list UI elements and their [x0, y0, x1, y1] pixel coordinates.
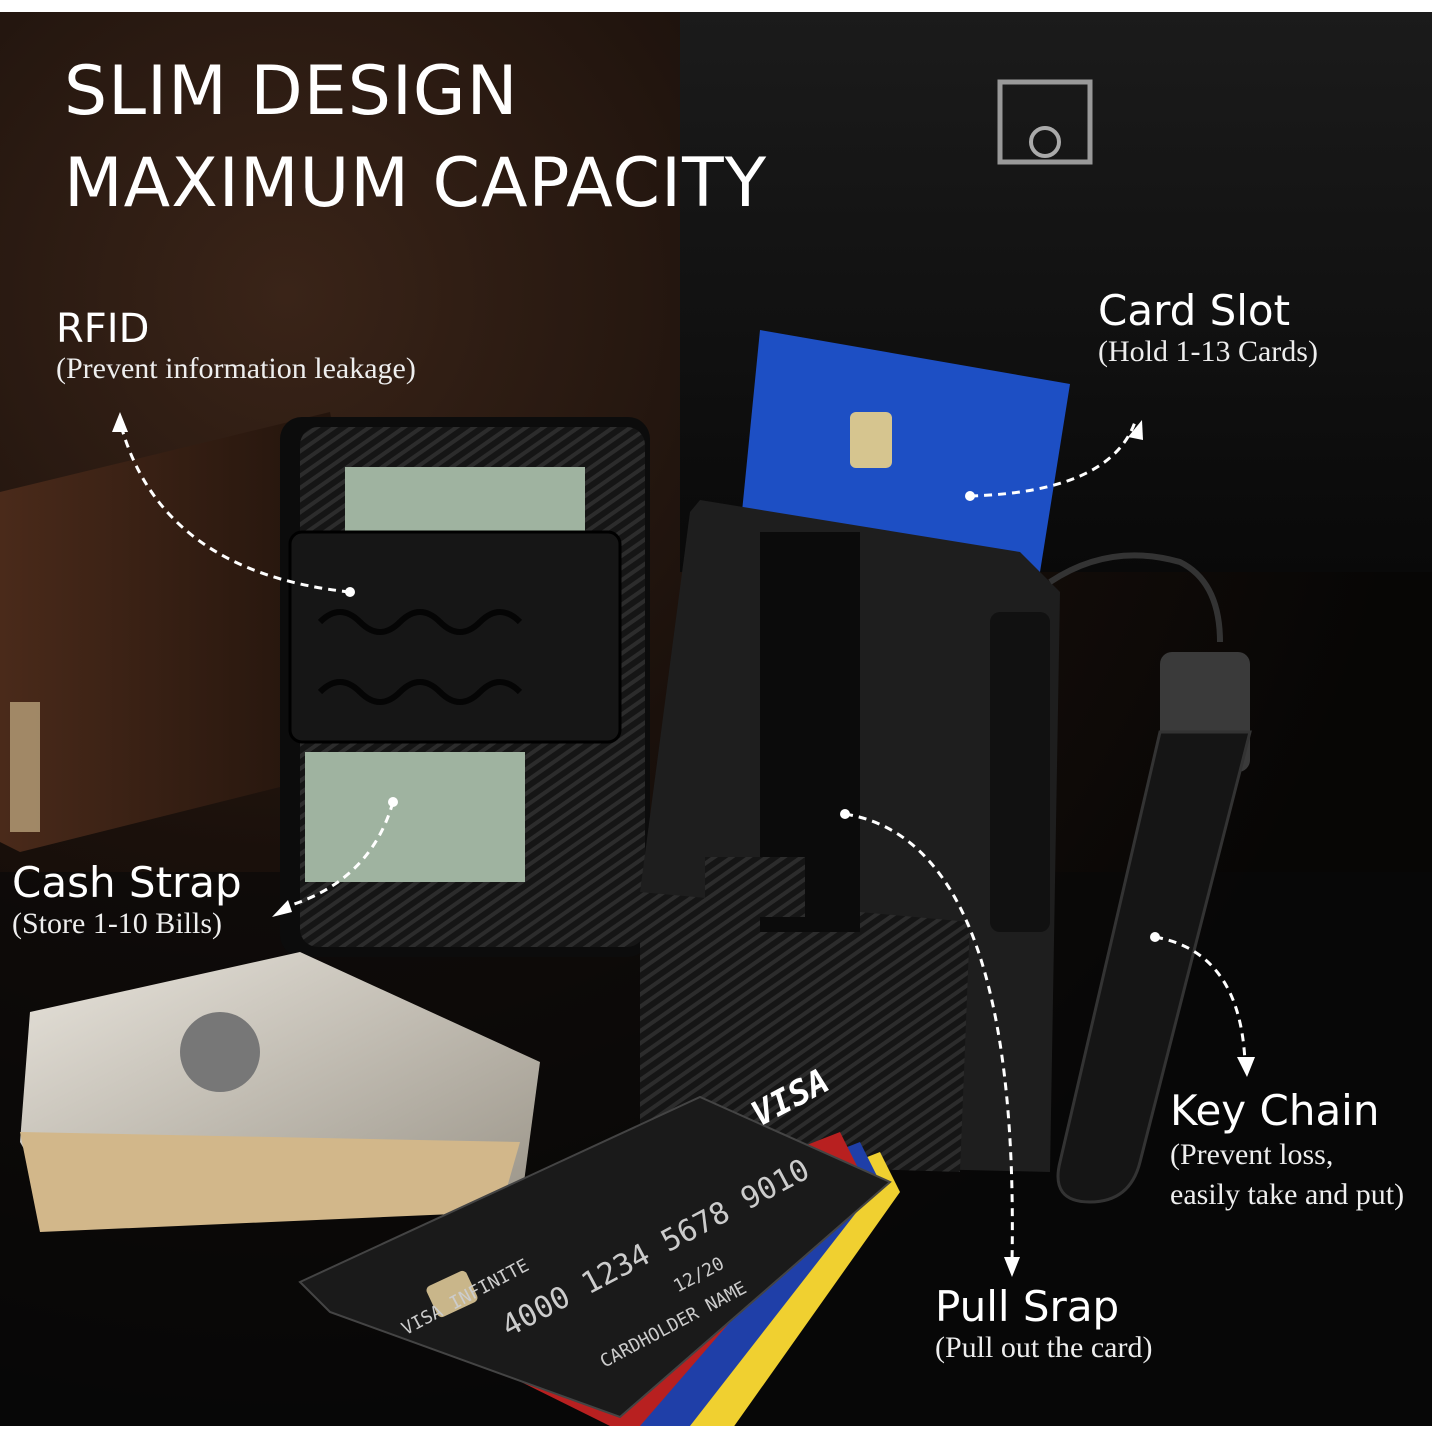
- cash-strap: [288, 530, 622, 744]
- cash-stack: [20, 952, 540, 1232]
- credit-cards: VISA INFINITE 4000 1234 5678 9010 12/20 …: [298, 1061, 900, 1426]
- book: [0, 412, 360, 852]
- callout-subtitle: (Prevent information leakage): [56, 352, 416, 385]
- arrow-card-slot: [969, 421, 1137, 498]
- callout-title: RFID: [56, 306, 150, 352]
- arrow-rfid: [118, 421, 351, 594]
- wallet-scene: VISA INFINITE 4000 1234 5678 9010 12/20 …: [0, 12, 1432, 1426]
- headline-line-2: MAXIMUM CAPACITY: [64, 144, 768, 223]
- callout-pull-strap: Pull Srap (Pull out the card): [935, 1282, 1152, 1365]
- box-latch-icon: [997, 79, 1093, 165]
- product-photo: VISA INFINITE 4000 1234 5678 9010 12/20 …: [0, 12, 1432, 1426]
- callout-subtitle: (Hold 1-13 Cards): [1098, 335, 1318, 368]
- arrow-cash-strap: [284, 801, 395, 909]
- latch-ring: [1029, 126, 1061, 158]
- arrow-heads: [112, 412, 1255, 1277]
- book-pages: [10, 702, 40, 832]
- callout-title: Card Slot: [1098, 286, 1291, 335]
- key-chain: [1048, 552, 1252, 1204]
- callout-title: Cash Strap: [12, 858, 242, 907]
- right-wallet-metal: [640, 500, 1060, 1172]
- callout-card-slot: Card Slot (Hold 1-13 Cards): [1098, 286, 1318, 369]
- arrow-pull-strap: [844, 812, 1014, 1263]
- callout-subtitle-1: (Prevent loss,: [1170, 1138, 1334, 1171]
- callout-arrows: [118, 421, 1247, 1263]
- callout-title: Key Chain: [1170, 1086, 1380, 1135]
- callout-cash-strap: Cash Strap (Store 1-10 Bills): [12, 858, 242, 941]
- callout-subtitle: (Pull out the card): [935, 1331, 1153, 1364]
- left-wallet-rfid: [280, 417, 650, 957]
- headline-line-1: SLIM DESIGN: [64, 52, 519, 131]
- callout-rfid: RFID (Prevent information leakage): [56, 306, 416, 386]
- arrow-key-chain: [1154, 935, 1247, 1063]
- callout-key-chain: Key Chain (Prevent loss, easily take and…: [1170, 1086, 1404, 1215]
- callout-title: Pull Srap: [935, 1282, 1120, 1331]
- callout-subtitle-2: easily take and put): [1170, 1178, 1405, 1211]
- blue-card: [740, 330, 1070, 572]
- callout-subtitle: (Store 1-10 Bills): [12, 907, 222, 940]
